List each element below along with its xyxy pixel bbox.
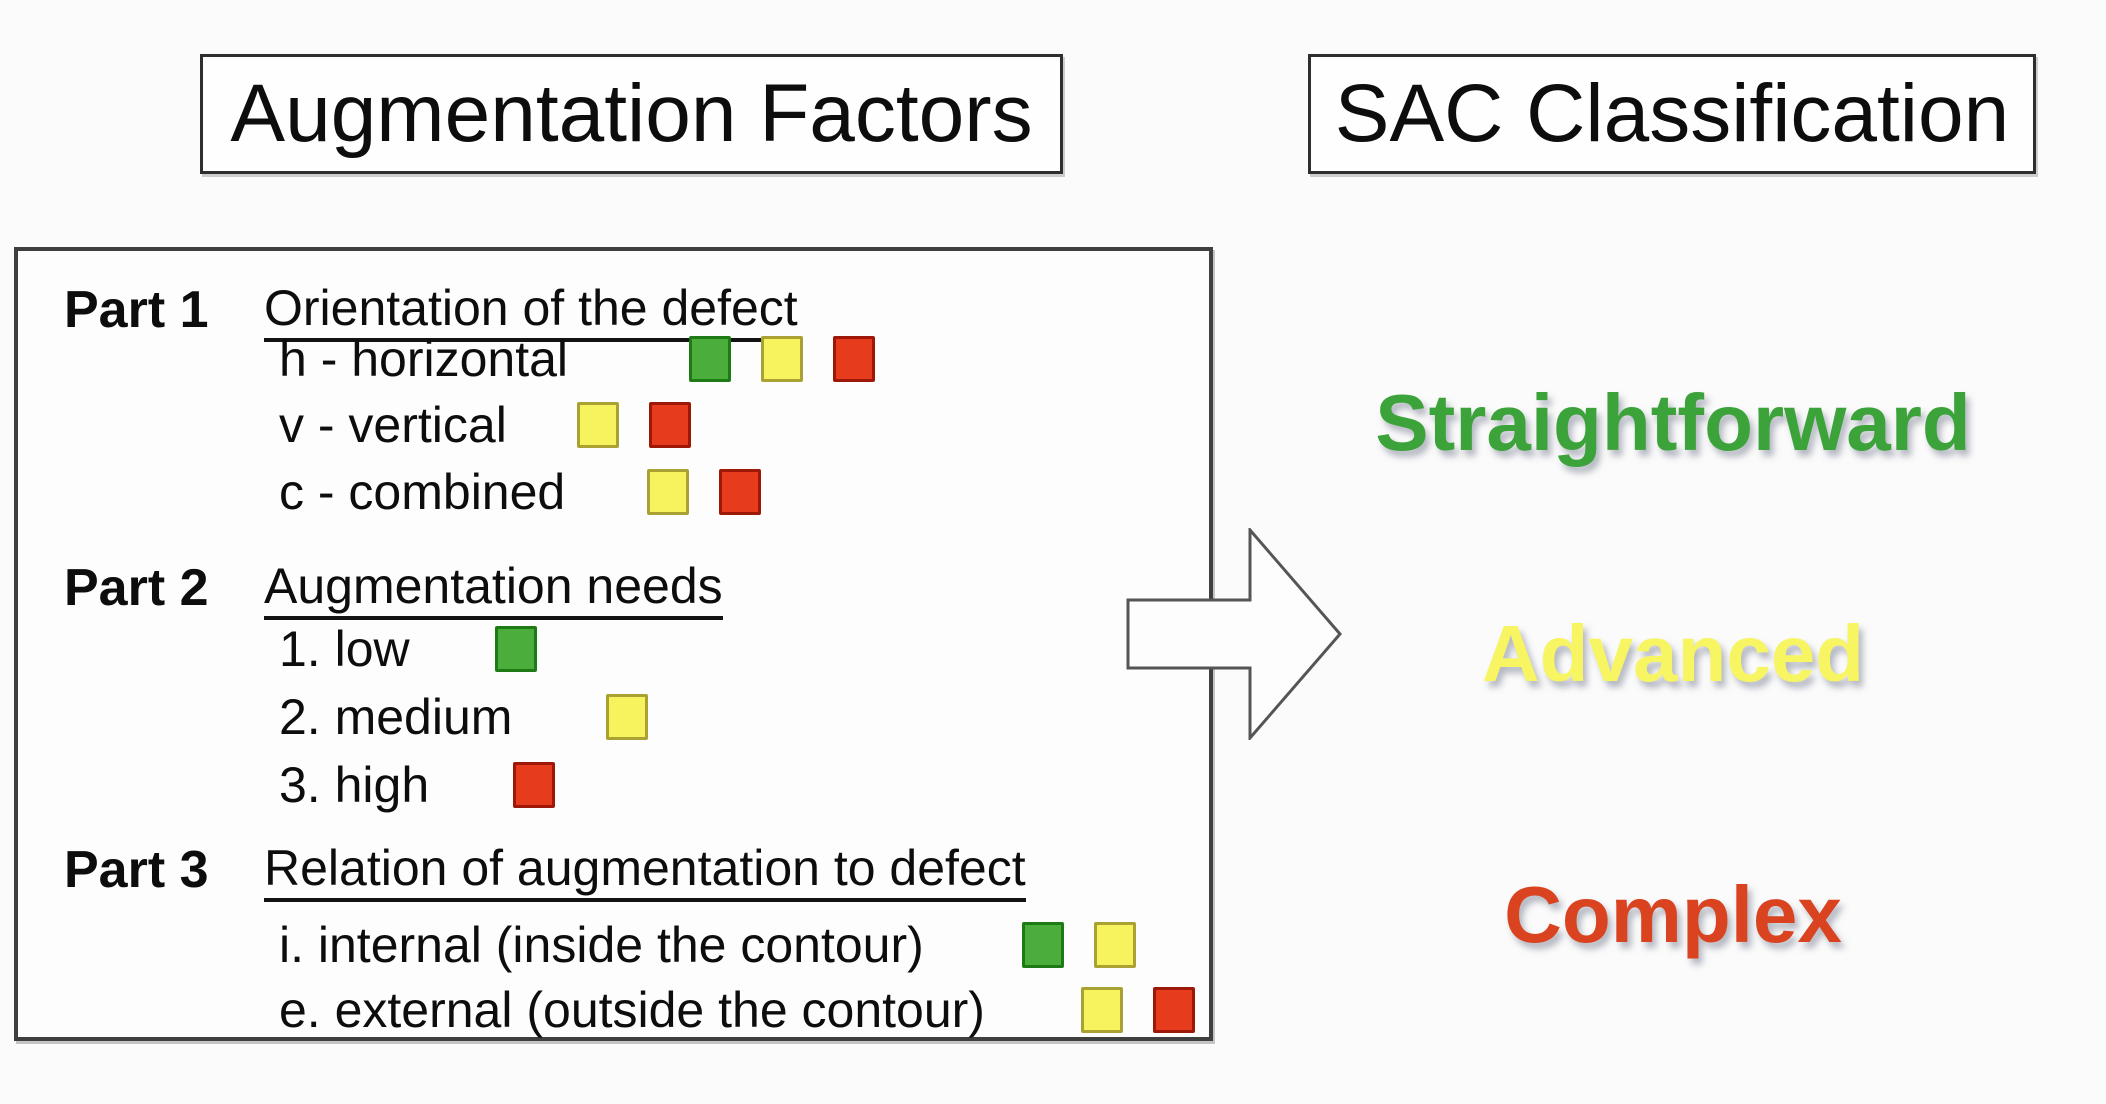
- green-square: [495, 626, 537, 672]
- part-heading-row: Part 1 Orientation of the defect: [18, 281, 1209, 342]
- factor-item-label: i. internal (inside the contour): [279, 917, 924, 973]
- factor-item-row: 3. high: [18, 757, 1209, 813]
- yellow-square: [1081, 987, 1123, 1033]
- green-square: [1022, 922, 1064, 968]
- augmentation-factors-panel: Part 1 Orientation of the defect h - hor…: [14, 247, 1213, 1041]
- sac-classification-title: SAC Classification: [1308, 54, 2036, 174]
- part-label: Part 1: [64, 281, 209, 339]
- factor-item-row: h - horizontal: [18, 331, 1209, 387]
- factor-item-label: 3. high: [279, 757, 430, 813]
- factor-item-label: 2. medium: [279, 689, 513, 745]
- factor-squares: [577, 402, 691, 448]
- part-heading-row: Part 2 Augmentation needs: [18, 559, 1209, 620]
- red-square: [513, 762, 555, 808]
- yellow-square: [606, 694, 648, 740]
- factor-squares: [606, 694, 648, 740]
- flow-arrow-icon: [1126, 525, 1346, 743]
- green-square: [689, 336, 731, 382]
- factor-squares: [1022, 922, 1136, 968]
- part-heading: Augmentation needs: [264, 560, 723, 620]
- part-heading: Orientation of the defect: [264, 282, 798, 342]
- part-label: Part 3: [64, 841, 209, 899]
- part-label: Part 2: [64, 559, 209, 617]
- factor-squares: [1081, 987, 1195, 1033]
- factor-squares: [495, 626, 537, 672]
- factor-item-row: 2. medium: [18, 689, 1209, 745]
- classification-complex: Complex: [1504, 870, 1842, 959]
- factor-squares: [513, 762, 555, 808]
- red-square: [833, 336, 875, 382]
- factor-item-row: e. external (outside the contour): [18, 982, 1209, 1038]
- red-square: [1153, 987, 1195, 1033]
- classification-advanced: Advanced: [1481, 609, 1865, 698]
- factor-item-label: 1. low: [279, 621, 410, 677]
- factor-squares: [689, 336, 875, 382]
- factor-item-row: c - combined: [18, 464, 1209, 520]
- yellow-square: [577, 402, 619, 448]
- augmentation-factors-title-text: Augmentation Factors: [230, 68, 1033, 159]
- factor-item-row: i. internal (inside the contour): [18, 917, 1209, 973]
- factor-item-label: v - vertical: [279, 397, 507, 453]
- part-heading-row: Part 3 Relation of augmentation to defec…: [18, 841, 1209, 902]
- red-square: [719, 469, 761, 515]
- factor-item-label: e. external (outside the contour): [279, 982, 985, 1038]
- classification-straightforward: Straightforward: [1375, 378, 1971, 467]
- factor-item-row: 1. low: [18, 621, 1209, 677]
- factor-item-label: h - horizontal: [279, 331, 569, 387]
- yellow-square: [1094, 922, 1136, 968]
- part-heading: Relation of augmentation to defect: [264, 842, 1026, 902]
- yellow-square: [647, 469, 689, 515]
- yellow-square: [761, 336, 803, 382]
- factor-item-label: c - combined: [279, 464, 566, 520]
- sac-classification-title-text: SAC Classification: [1334, 68, 2010, 159]
- factor-item-row: v - vertical: [18, 397, 1209, 453]
- red-square: [649, 402, 691, 448]
- augmentation-factors-title: Augmentation Factors: [200, 54, 1063, 174]
- factor-squares: [647, 469, 761, 515]
